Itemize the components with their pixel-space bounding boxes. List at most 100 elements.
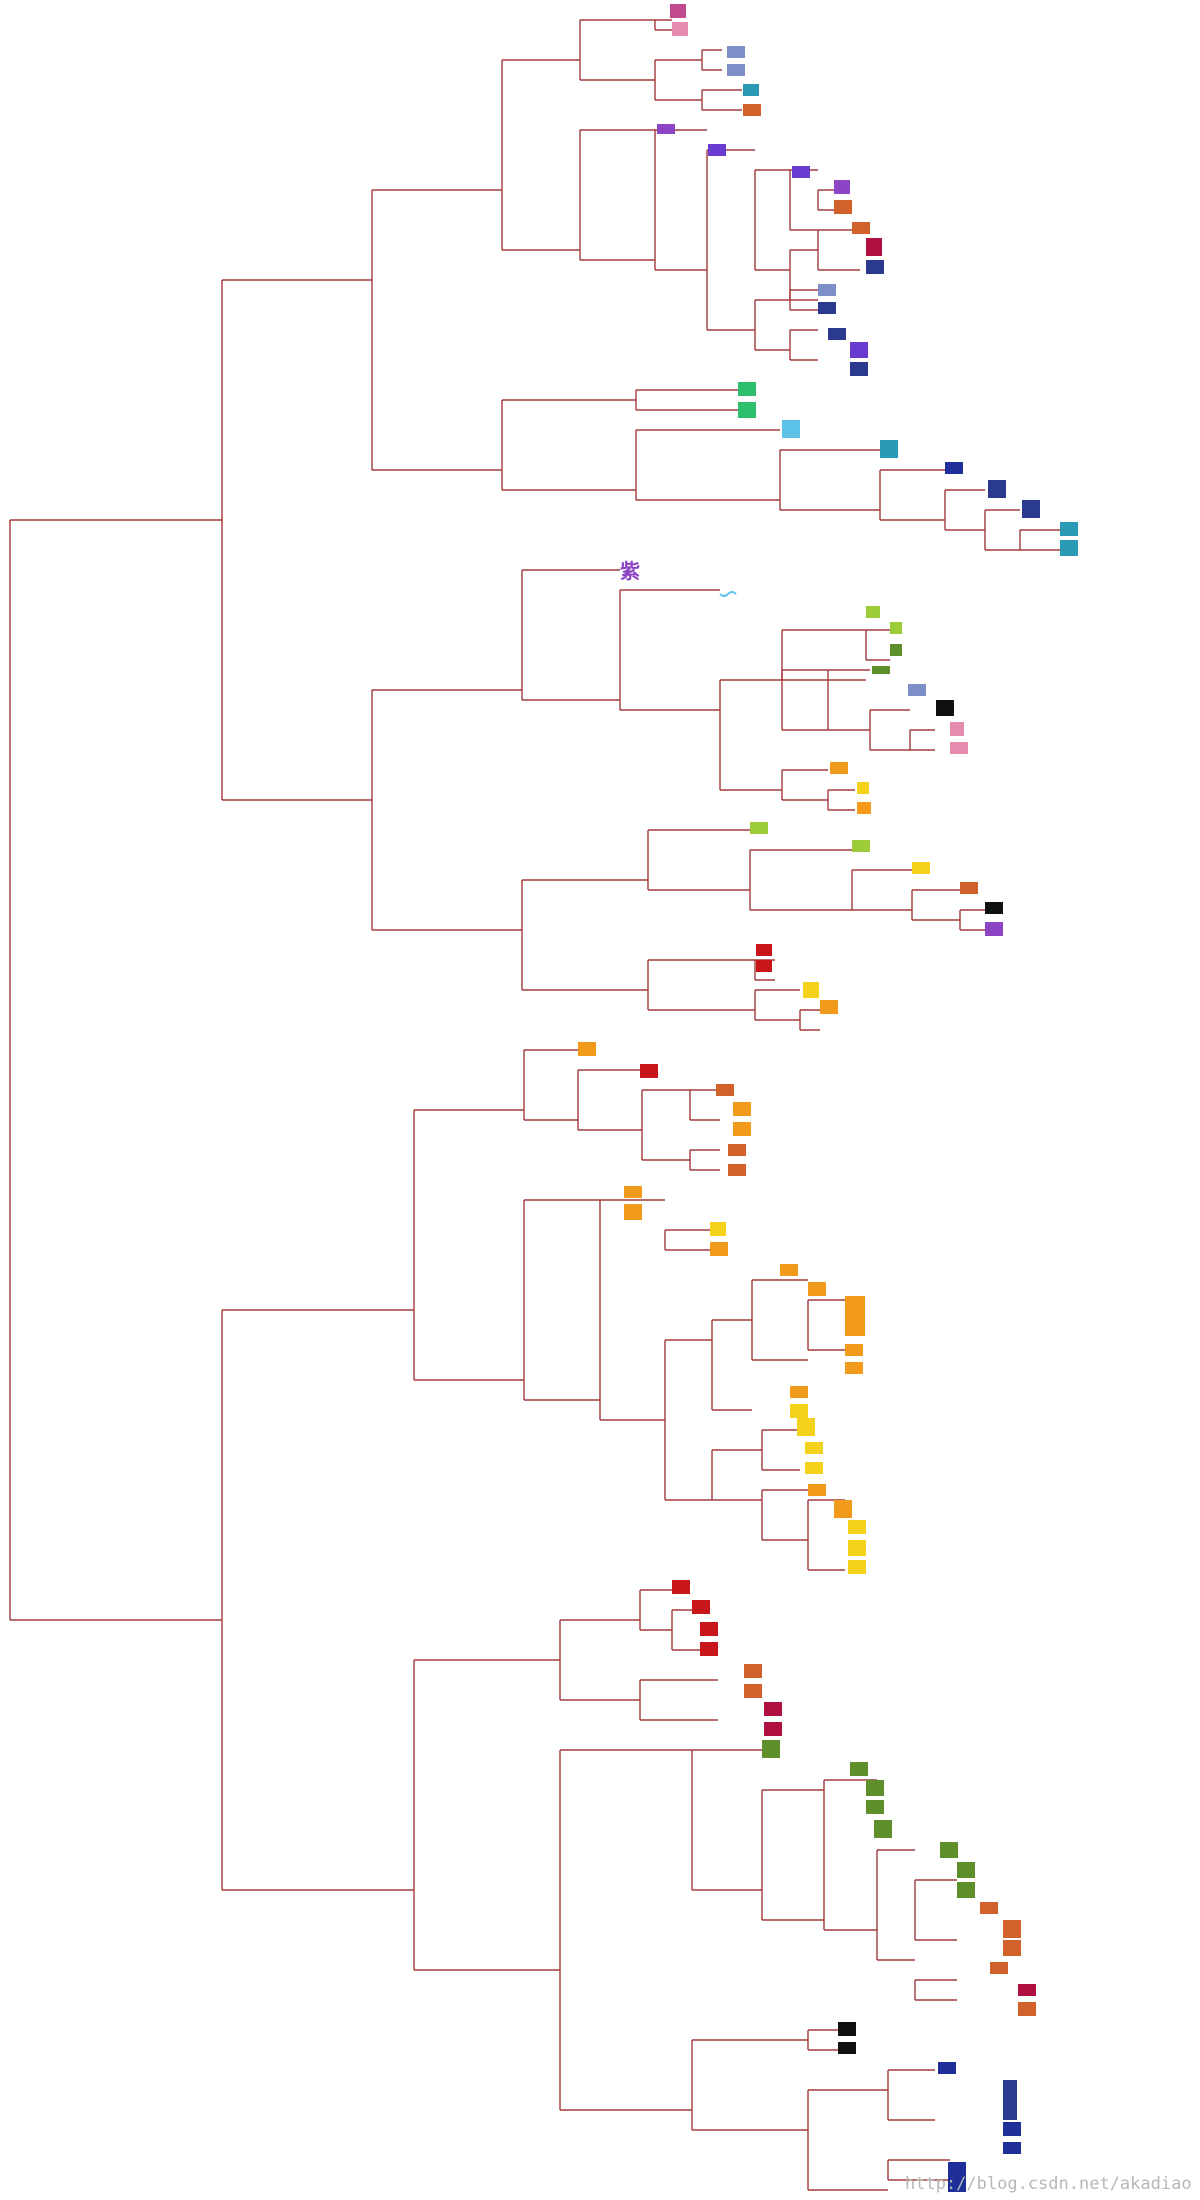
leaf-thumbnail bbox=[945, 462, 963, 474]
dendrogram-branch bbox=[701, 89, 742, 111]
leaf-thumbnail bbox=[805, 1462, 823, 1474]
leaf-thumbnail bbox=[743, 84, 759, 96]
dendrogram-branch bbox=[635, 429, 780, 501]
leaf-thumbnail bbox=[838, 2022, 856, 2036]
dendrogram-branch bbox=[501, 59, 580, 251]
leaf-thumbnail bbox=[1018, 1984, 1036, 1996]
dendrogram-branch bbox=[521, 879, 648, 991]
dendrogram-branch bbox=[781, 629, 866, 681]
leaf-thumbnail bbox=[988, 480, 1006, 498]
dendrogram-branch bbox=[639, 1679, 718, 1721]
leaf-thumbnail bbox=[880, 440, 898, 458]
dendrogram-branch bbox=[523, 1199, 600, 1401]
leaf-thumbnail bbox=[940, 1842, 958, 1858]
leaf-thumbnail bbox=[848, 1520, 866, 1534]
leaf-thumbnail bbox=[866, 1780, 884, 1796]
dendrogram-branch bbox=[751, 1279, 808, 1361]
leaf-thumbnail bbox=[834, 200, 852, 214]
leaf-thumbnail bbox=[728, 1164, 746, 1176]
leaf-thumbnail bbox=[743, 104, 761, 116]
leaf-thumbnail bbox=[692, 1600, 710, 1614]
dendrogram-branch bbox=[619, 589, 720, 711]
leaf-thumbnail bbox=[1003, 2142, 1021, 2154]
dendrogram-branch bbox=[689, 1149, 720, 1171]
leaf-thumbnail bbox=[756, 944, 772, 956]
dendrogram-branch bbox=[789, 289, 818, 311]
leaf-thumbnail bbox=[818, 284, 836, 296]
dendrogram-branch bbox=[887, 2069, 935, 2121]
leaf-thumbnail bbox=[756, 960, 772, 972]
dendrogram-branch bbox=[807, 2029, 840, 2051]
dendrogram-branch bbox=[641, 1089, 690, 1161]
leaf-thumbnail bbox=[866, 260, 884, 274]
dendrogram-branch bbox=[371, 689, 522, 931]
leaf-thumbnail bbox=[848, 1540, 866, 1556]
dendrogram-branch bbox=[521, 569, 620, 701]
leaf-thumbnail bbox=[700, 1642, 718, 1656]
leaf-thumbnail bbox=[845, 1344, 863, 1356]
dendrogram-branch bbox=[1019, 529, 1060, 551]
leaf-thumbnail bbox=[727, 46, 745, 58]
dendrogram-branch bbox=[851, 869, 912, 911]
dendrogram-branch bbox=[827, 789, 855, 811]
dendrogram-branch bbox=[779, 449, 880, 511]
dendrogram-branch bbox=[639, 1589, 672, 1631]
leaf-thumbnail bbox=[960, 882, 978, 894]
leaf-thumbnail bbox=[990, 1962, 1008, 1974]
leaf-thumbnail bbox=[857, 802, 871, 814]
leaf-thumbnail bbox=[727, 64, 745, 76]
dendrogram-branch bbox=[781, 669, 828, 731]
leaf-thumbnail bbox=[762, 1740, 780, 1758]
dendrogram-branch bbox=[691, 1749, 762, 1891]
leaf-thumbnail bbox=[845, 1296, 865, 1336]
leaf-thumbnail bbox=[828, 328, 846, 340]
leaf-thumbnail bbox=[716, 1084, 734, 1096]
leaf-thumbnail bbox=[790, 1386, 808, 1398]
leaf-thumbnail bbox=[957, 1862, 975, 1878]
dendrogram-branch bbox=[761, 1489, 808, 1541]
leaf-thumbnail bbox=[805, 1442, 823, 1454]
dendrogram-branch bbox=[984, 509, 1020, 551]
leaf-thumbnail bbox=[850, 342, 868, 358]
dendrogram-branch bbox=[9, 519, 222, 1621]
leaf-thumbnail bbox=[790, 1404, 808, 1418]
dendrogram-branch bbox=[909, 729, 935, 751]
leaf-thumbnail bbox=[1022, 500, 1040, 518]
dendrogram-branch bbox=[911, 889, 960, 921]
leaf-thumbnail bbox=[657, 124, 675, 134]
leaf-thumbnail bbox=[808, 1282, 826, 1296]
dendrogram-branch bbox=[664, 1339, 712, 1501]
leaf-thumbnail bbox=[850, 362, 868, 376]
leaf-thumbnail bbox=[728, 1144, 746, 1156]
leaf-thumbnail bbox=[803, 982, 819, 998]
leaf-thumbnail bbox=[950, 722, 964, 736]
dendrogram-branch bbox=[654, 129, 707, 271]
dendrogram-branch bbox=[799, 1009, 820, 1031]
dendrogram-branch bbox=[711, 1319, 752, 1411]
leaf-thumbnail bbox=[912, 862, 930, 874]
leaf-thumbnail bbox=[938, 2062, 956, 2074]
dendrogram-branch bbox=[887, 2159, 950, 2181]
dendrogram-branch bbox=[754, 989, 800, 1021]
leaf-thumbnail bbox=[845, 1362, 863, 1374]
leaf-thumbnail bbox=[700, 1622, 718, 1636]
leaf-thumbnail bbox=[670, 4, 686, 18]
leaf-thumbnail bbox=[985, 922, 1003, 936]
dendrogram-branch bbox=[879, 469, 945, 521]
leaf-thumbnail bbox=[750, 822, 768, 834]
dendrogram-branch bbox=[959, 909, 985, 931]
dendrogram-branch bbox=[559, 1749, 692, 2111]
leaf-thumbnail bbox=[1003, 1920, 1021, 1938]
leaf-thumbnail bbox=[820, 1000, 838, 1014]
dendrogram-branch bbox=[711, 1449, 762, 1501]
dendrogram-branch bbox=[914, 1879, 957, 1941]
dendrogram-branch bbox=[689, 1089, 720, 1121]
dendrogram-branch bbox=[869, 709, 910, 751]
dendrogram-branch bbox=[761, 1789, 824, 1921]
leaf-thumbnail bbox=[908, 684, 926, 696]
leaf-thumbnail bbox=[782, 420, 800, 438]
leaf-thumbnail bbox=[866, 1800, 884, 1814]
leaf-thumbnail bbox=[624, 1186, 642, 1198]
dendrogram-branch bbox=[371, 189, 502, 471]
leaf-thumbnail bbox=[1018, 2002, 1036, 2016]
